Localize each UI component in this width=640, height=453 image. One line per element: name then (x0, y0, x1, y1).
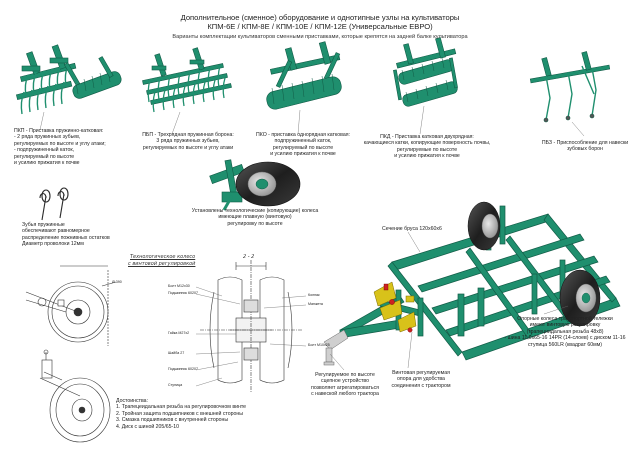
section-drawing (195, 260, 307, 392)
caption-line: регулируемых по высоте и углу атаки; (14, 140, 106, 147)
wheel-perspective-drawing (39, 349, 111, 443)
caption-line: зубовых борон (567, 146, 603, 153)
advantage-item: 4. Диск с шиной 205/65-10 (116, 423, 180, 430)
caption-line: и усилию прижатия к почве (394, 153, 460, 160)
advantages-block: Достоинства: 1. Трапецеидальная резьба н… (116, 398, 246, 430)
caption-line: ПКО - приставка однорядная катковая: (256, 132, 350, 138)
caption-pbp: ПБП - Трехрядная пружинная борона: 3 ряд… (136, 132, 240, 151)
callout: Ступица (168, 383, 183, 387)
caption-pbz: ПБЗ - Приспособление для навески зубовых… (536, 140, 634, 153)
note-line: (трапециидальная резьба 48х8) (526, 328, 604, 335)
note-line: соединения с трактором (391, 382, 451, 389)
note-line: Зубья пружинные (22, 222, 65, 228)
note-line: Винтовая регулируемая (392, 370, 450, 376)
page-subtitle: Варианты комплектации культиваторов смен… (172, 34, 468, 40)
caption-line: ПКП - Приставка пружинно-катковая: (14, 128, 104, 134)
note-line: Опорные колеса транспортной тележки (517, 316, 613, 322)
caption-line: подпружиненный каток, (274, 138, 332, 145)
callout: Гайка М27х2 (168, 331, 190, 335)
frame-leader-lines (329, 231, 569, 371)
attachment-pbz-drawing (529, 51, 611, 123)
note-line: с навеской любого трактора (311, 391, 379, 398)
spring-teeth-drawing (39, 187, 69, 221)
tech-wheel-note: Установлены технологические (копирующие)… (180, 208, 330, 227)
advantage-item: 2. Тройная защита подшипников с внешней … (116, 410, 243, 417)
caption-line: - 2 ряда пружинных зубьев, (14, 134, 81, 141)
caption-line: ПКД - Приставка катковая двухрядная: (380, 134, 474, 140)
caption-line: регулируемых по высоте и углу атаки (142, 144, 234, 151)
note-line: ступица 560LR (квадрат 60мм) (527, 341, 603, 348)
note-line: Установлены технологические (копирующие)… (191, 208, 319, 214)
callout: Подшипник 60207 (168, 367, 198, 371)
advantage-item: 3. Смазка подшипников с внутренней сторо… (116, 417, 229, 424)
attachment-pko-drawing (266, 41, 342, 110)
caption-line: ПБП - Трехрядная пружинная борона: (142, 132, 234, 138)
dimension-label: Ø 390 (112, 280, 122, 284)
note-line: Регулируемое по высоте (315, 372, 375, 378)
note-line: - шина 11,0х65-16 14PR (14-слоев) с диск… (504, 335, 626, 342)
caption-line: качающиеся катки, копирующие поверхность… (363, 140, 491, 147)
wheel-drawing-subtitle: с винтовой регулировкой (128, 261, 196, 267)
note-line: имеющие плавную (винтовую) (218, 214, 292, 221)
page-title-models: КПМ-6Е / КПМ-8Е / КПМ-10Е / КПМ-12Е (Уни… (207, 22, 433, 31)
callout: Колпак (308, 293, 320, 297)
note-line: Диаметр проволоки 12мм (22, 241, 84, 248)
section-mark: 2 - 2 (243, 254, 255, 260)
transport-wheel-note: Опорные колеса транспортной тележки имею… (492, 316, 638, 348)
wheel-side-drawing (25, 265, 117, 346)
note-line: обеспечивают равномерное (22, 228, 90, 235)
caption-line: и усилию прижатия к почве (270, 151, 336, 158)
tech-wheel-drawing (209, 159, 301, 211)
transport-wheel-front (467, 201, 501, 251)
caption-pkd: ПКД - Приставка катковая двухрядная: кач… (362, 134, 492, 160)
note-line: позволяет агрегатироваться (311, 384, 379, 391)
section-note: Сечение бруса 120х60х6 (382, 226, 442, 232)
note-line: сцепное устройство (320, 378, 369, 385)
callout: Болт М10х25 (308, 343, 330, 347)
attachment-pkp-drawing (15, 44, 122, 115)
attachment-pkd-drawing (393, 37, 458, 107)
coupler-note: Регулируемое по высоте сцепное устройств… (300, 372, 390, 398)
advantages-title: Достоинства: (116, 398, 149, 404)
caption-line: и усилию прижатия к почве (14, 160, 80, 167)
transport-wheel-rear (559, 269, 601, 327)
caption-line: - подпружиненный каток, (14, 147, 75, 154)
caption-line: регулируемые по высоте (396, 146, 458, 153)
callout: Болт М12х30 (168, 284, 190, 288)
callout: Манжета (308, 302, 323, 306)
wheel-drawing-title: Технологическое колесо (130, 254, 196, 260)
coupler-drawing (323, 329, 349, 366)
note-line: регулировку по высоте (227, 220, 283, 227)
attachment-pbp-drawing (142, 47, 232, 113)
support-note: Винтовая регулируемая опора для удобства… (386, 370, 456, 389)
caption-line: регулируемый по высоте (14, 153, 75, 160)
caption-line: 3 ряда пружинных зубьев, (156, 138, 220, 145)
callout: Шайба 27 (168, 351, 185, 355)
red-fittings (383, 283, 413, 333)
note-line: распределение пожнивных остатков (22, 234, 110, 241)
note-line: имеют винтовую регулировку (529, 322, 601, 329)
caption-pkp: ПКП - Приставка пружинно-катковая: - 2 р… (14, 128, 106, 166)
caption-line: регулируемый по высоте (272, 144, 334, 151)
note-line: опора для удобства (397, 376, 445, 383)
attachment-leader-lines (39, 105, 585, 137)
page-title: Дополнительное (сменное) оборудование и … (180, 13, 460, 22)
advantage-item: 1. Трапецеидальная резьба на регулировоч… (116, 404, 247, 411)
teeth-note: Зубья пружинные обеспечивают равномерное… (22, 222, 110, 248)
caption-pko: ПКО - приставка однорядная катковая: под… (254, 132, 352, 158)
callout: Подшипник 60207 (168, 291, 198, 295)
caption-line: ПБЗ - Приспособление для навески (541, 140, 629, 146)
